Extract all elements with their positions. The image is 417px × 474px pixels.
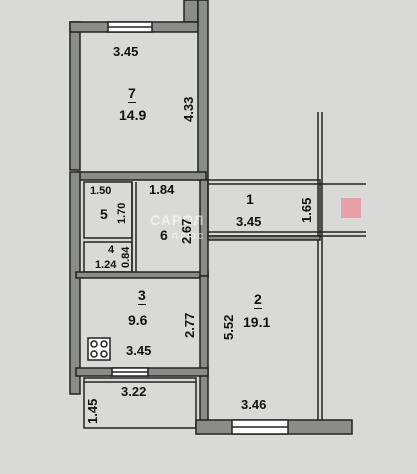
- room-3-number: 3: [138, 287, 146, 305]
- wall-left-lower: [69, 171, 81, 395]
- wall-right-r7: [197, 0, 209, 181]
- wall-r3-r2: [199, 275, 209, 425]
- r5-height: 1.70: [116, 202, 128, 224]
- r4-width: 1.24: [95, 259, 117, 271]
- r2-width: 3.46: [241, 397, 267, 412]
- r7-height: 4.33: [181, 96, 196, 122]
- r3-width: 3.45: [126, 343, 152, 358]
- r3-height: 2.77: [182, 312, 197, 338]
- r2-height: 5.52: [221, 314, 236, 340]
- wall-r3-top: [75, 271, 209, 279]
- wall-left-upper: [69, 21, 81, 171]
- wall-r6-right: [199, 179, 209, 277]
- room-3-area: 9.6: [128, 312, 148, 328]
- wall-r7-bottom: [75, 171, 207, 181]
- r5-width: 1.50: [90, 185, 112, 197]
- r4-height: 0.84: [120, 246, 132, 268]
- r7-width: 3.45: [113, 44, 139, 59]
- stove: [87, 337, 111, 361]
- marker: [341, 198, 361, 218]
- room-7-number: 7: [128, 85, 136, 103]
- top-wall-stub: [183, 0, 199, 23]
- balcony-width: 3.22: [121, 384, 147, 399]
- room-2-number: 2: [254, 291, 262, 309]
- room-1-number: 1: [246, 191, 254, 207]
- room-4-number: 4: [108, 244, 115, 256]
- room-6-number: 6: [160, 227, 168, 243]
- room-5-number: 5: [100, 206, 108, 222]
- watermark-line1: САРОЛ: [150, 212, 205, 228]
- watermark-line2: ПЛЮС: [172, 232, 206, 241]
- room-7-area: 14.9: [119, 107, 147, 123]
- r1-height: 1.65: [299, 197, 314, 223]
- room-2-area: 19.1: [243, 314, 271, 330]
- room-1-area: 3.45: [236, 214, 262, 229]
- balcony-outline: [83, 377, 197, 429]
- r6-height: 2.67: [179, 218, 194, 244]
- r6-width: 1.84: [149, 182, 175, 197]
- balcony-height: 1.45: [85, 398, 100, 424]
